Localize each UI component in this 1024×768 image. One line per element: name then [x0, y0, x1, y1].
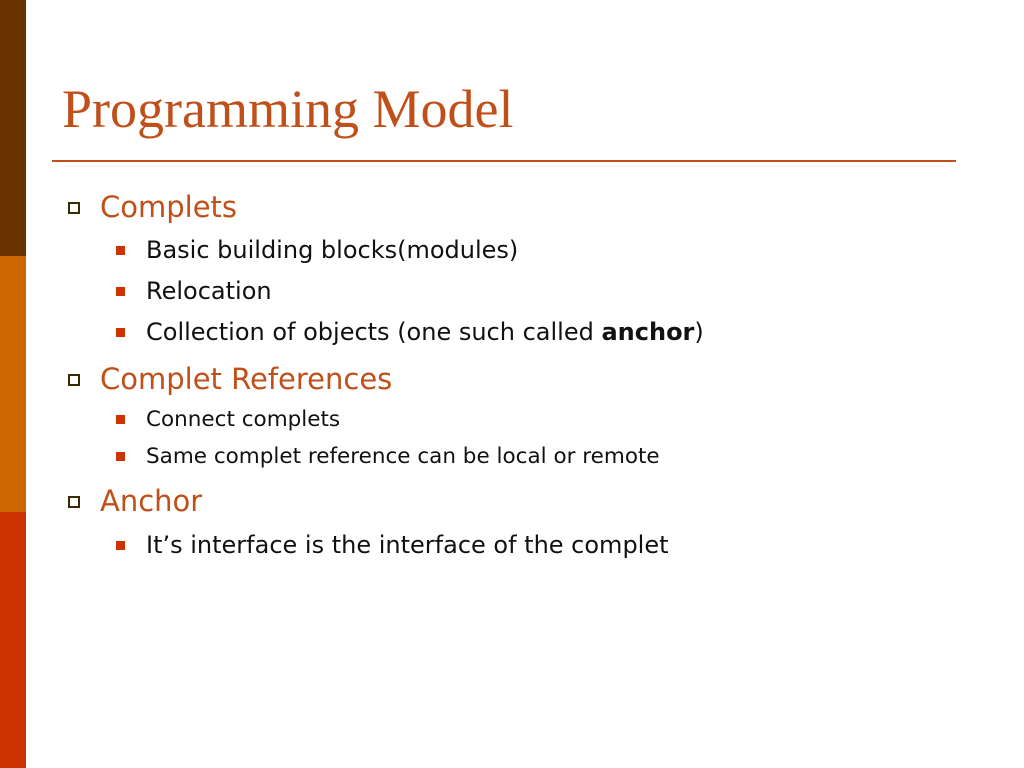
list-item-text-suffix: ): [694, 318, 704, 346]
filled-square-bullet-icon: [116, 452, 125, 461]
list-item-text: Same complet reference can be local or r…: [146, 444, 660, 469]
list-item-text: Basic building blocks(modules): [146, 236, 519, 264]
slide-title: Programming Model: [62, 79, 514, 139]
hollow-square-bullet-icon: [68, 496, 80, 508]
sidebar-stripe-middle: [0, 256, 26, 512]
list-item-text: Collection of objects (one such called a…: [146, 318, 704, 347]
list-item-text: Connect complets: [146, 407, 341, 432]
section-heading: Anchor: [100, 484, 203, 518]
anchor-keyword: anchor: [601, 318, 695, 346]
filled-square-bullet-icon: [116, 287, 125, 296]
hollow-square-bullet-icon: [68, 374, 80, 386]
filled-square-bullet-icon: [116, 415, 125, 424]
hollow-square-bullet-icon: [68, 202, 80, 214]
filled-square-bullet-icon: [116, 328, 125, 337]
section-heading: Complet References: [100, 362, 393, 396]
sidebar-stripe-bottom: [0, 512, 26, 768]
list-item-text-prefix: Collection of objects (one such called: [146, 318, 602, 346]
list-item-text: It’s interface is the interface of the c…: [146, 531, 669, 559]
filled-square-bullet-icon: [116, 541, 125, 550]
filled-square-bullet-icon: [116, 246, 125, 255]
section-heading: Complets: [100, 190, 238, 224]
list-item-text: Relocation: [146, 277, 272, 305]
sidebar-stripe-top: [0, 0, 26, 256]
title-divider: [52, 160, 956, 162]
